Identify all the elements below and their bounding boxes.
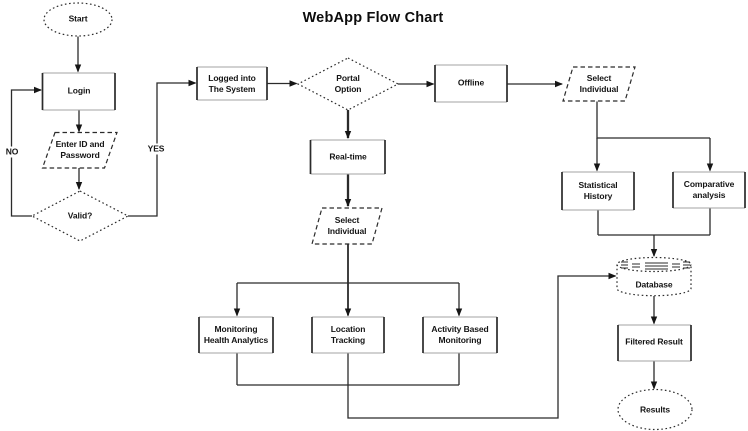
select-individual-offline-parallelogram [562, 66, 636, 102]
node-label-monitoring-health: Monitoring Health Analytics [203, 324, 269, 345]
chart-title: WebApp Flow Chart [302, 10, 444, 26]
activity-monitoring-box [422, 316, 498, 354]
node-label-results: Results [639, 404, 671, 415]
offline-box-topbottom [435, 64, 507, 103]
node-label-login: Login [67, 85, 91, 96]
login-box-sides [41, 73, 116, 110]
portal-option-diamond [296, 57, 400, 111]
statistical-history-box [561, 171, 635, 211]
monitoring-health-box [198, 316, 274, 354]
activity-monitoring-box-sides [422, 317, 498, 353]
location-tracking-box [311, 316, 385, 354]
node-label-enter-id: Enter ID and Password [55, 139, 105, 160]
database-cylinder-top [616, 256, 692, 273]
offline-box-fill [435, 65, 507, 102]
node-label-portal: Portal Option [334, 73, 362, 94]
edge-history-merge-trunk [597, 208, 711, 236]
nodes [30, 2, 746, 431]
filtered-result-box-topbottom [618, 324, 691, 362]
node-label-comparative-analysis: Comparative analysis [683, 179, 735, 200]
login-box-topbottom [42, 72, 115, 111]
monitoring-health-box-fill [199, 317, 273, 353]
monitoring-health-box-sides [198, 317, 274, 353]
node-label-activity-monitoring: Activity Based Monitoring [431, 324, 489, 345]
logged-in-box [196, 66, 268, 101]
valid-diamond [30, 190, 130, 242]
node-label-real-time: Real-time [329, 151, 367, 162]
location-tracking-box-sides [311, 317, 385, 353]
node-label-select-individual-realtime: Select Individual [327, 215, 367, 236]
offline-box [434, 64, 508, 103]
comparative-analysis-box-fill [673, 172, 745, 208]
filtered-result-box-sides [617, 325, 692, 361]
statistical-history-box-sides [561, 172, 635, 210]
results-ellipse [617, 388, 693, 431]
node-label-database: Database [635, 279, 673, 290]
node-label-valid: Valid? [67, 210, 93, 221]
real-time-box-sides [309, 140, 386, 174]
location-tracking-box-fill [312, 317, 384, 353]
branch-label-yes: YES [145, 143, 167, 155]
database-disk-marks [621, 261, 690, 270]
location-tracking-box-topbottom [312, 316, 384, 354]
activity-monitoring-box-topbottom [423, 316, 497, 354]
database-cylinder [616, 256, 692, 297]
node-label-offline: Offline [457, 77, 485, 88]
comparative-analysis-box-topbottom [673, 171, 745, 209]
comparative-analysis-box [672, 171, 746, 209]
start-ellipse [43, 2, 113, 37]
node-label-select-individual-offline: Select Individual [579, 73, 619, 94]
node-label-location-tracking: Location Tracking [330, 324, 366, 345]
logged-in-box-topbottom [197, 66, 267, 101]
edge-monitors-database [347, 272, 617, 419]
logged-in-box-sides [196, 67, 268, 100]
node-label-statistical-history: Statistical History [578, 180, 618, 201]
node-label-filtered-result: Filtered Result [625, 336, 683, 347]
real-time-box-topbottom [310, 139, 385, 175]
logged-in-box-fill [197, 67, 267, 100]
offline-box-sides [434, 65, 508, 102]
real-time-box-fill [310, 140, 385, 174]
statistical-history-box-topbottom [562, 171, 634, 211]
activity-monitoring-box-fill [423, 317, 497, 353]
filtered-result-box [617, 324, 692, 362]
database-cylinder-body [616, 264, 692, 297]
monitoring-health-box-topbottom [199, 316, 273, 354]
comparative-analysis-box-sides [672, 172, 746, 208]
branch-label-no: NO [3, 146, 21, 158]
enter-id-parallelogram [41, 131, 118, 169]
select-individual-realtime-parallelogram [311, 207, 383, 245]
statistical-history-box-fill [562, 172, 634, 210]
filtered-result-box-fill [618, 325, 691, 361]
node-label-start: Start [68, 13, 88, 24]
node-label-logged-in: Logged into The System [208, 73, 256, 94]
login-box-fill [42, 73, 115, 110]
real-time-box [309, 139, 386, 175]
edge-select-offline-split-trunk [596, 101, 710, 139]
login-box [41, 72, 116, 111]
